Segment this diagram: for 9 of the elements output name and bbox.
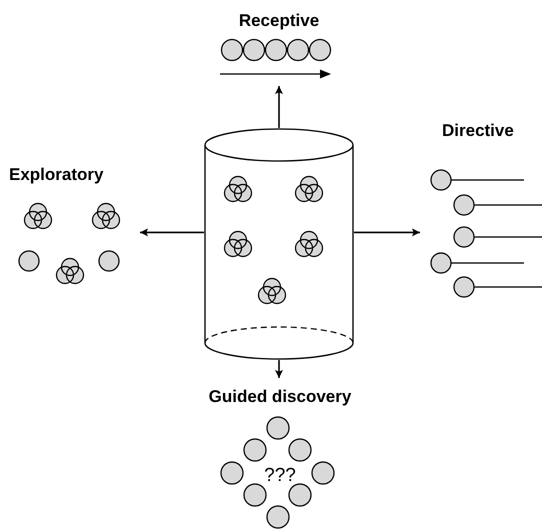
arrow xyxy=(275,86,283,128)
group-heading: Directive xyxy=(442,121,514,140)
arrow xyxy=(140,228,204,236)
arrow xyxy=(275,360,283,378)
group-heading: Exploratory xyxy=(9,165,104,184)
question-marks: ??? xyxy=(264,465,296,486)
group-heading: Receptive xyxy=(238,11,320,30)
arrow xyxy=(354,228,420,236)
group-heading: Guided discovery xyxy=(208,387,352,406)
